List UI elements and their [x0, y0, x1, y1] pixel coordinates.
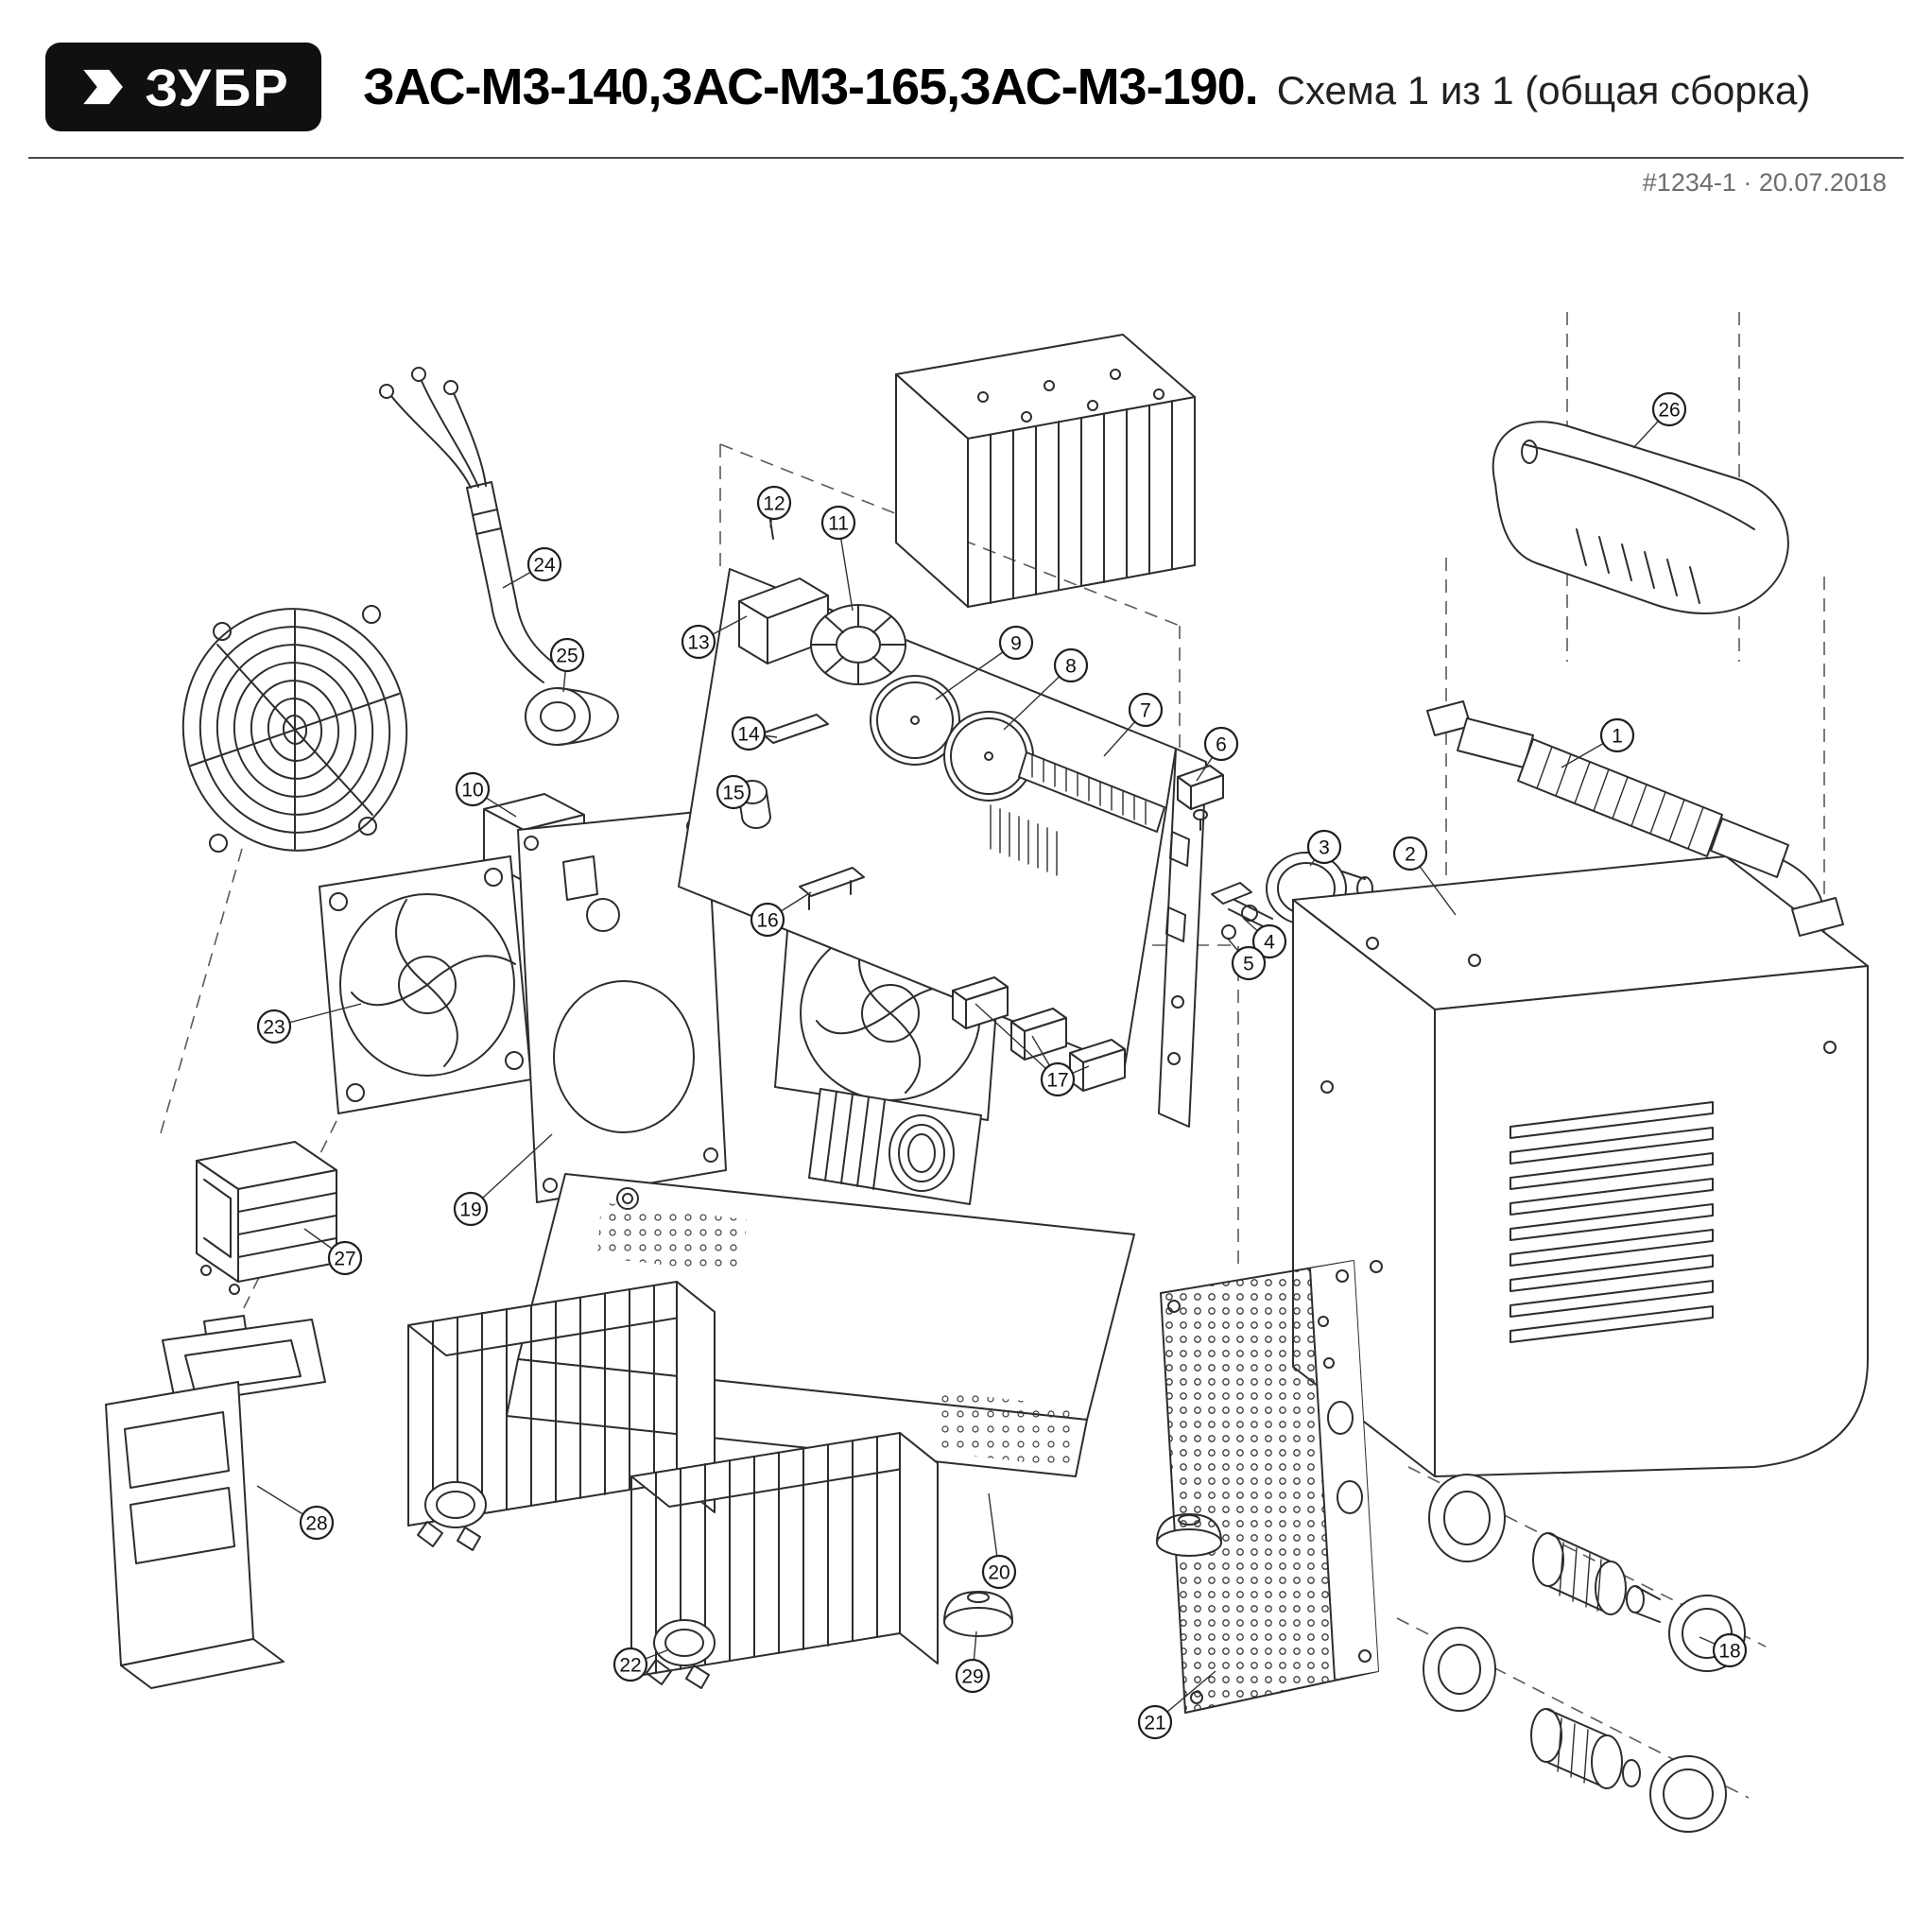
svg-text:14: 14 [737, 724, 760, 746]
callout-6: 6 [1196, 726, 1239, 782]
callout-7: 7 [1103, 692, 1164, 757]
svg-text:29: 29 [961, 1666, 983, 1688]
part-foot-b [943, 1591, 1013, 1637]
part-fan [319, 855, 532, 1114]
callout-21: 21 [1137, 1670, 1216, 1740]
part-chassis-tray [506, 1173, 1135, 1477]
callout-26: 26 [1632, 391, 1687, 449]
part-output-connectors [1423, 1474, 1746, 1833]
part-thermostat-b [646, 1619, 716, 1689]
callout-9: 9 [935, 625, 1034, 700]
svg-text:20: 20 [988, 1562, 1009, 1584]
part-heatsink-left [407, 1281, 716, 1527]
svg-text:10: 10 [461, 780, 483, 802]
brand-name: ЗУБР [145, 57, 290, 117]
callout-25: 25 [549, 637, 585, 693]
svg-text:18: 18 [1718, 1641, 1740, 1663]
callout-3: 3 [1306, 829, 1342, 867]
part-transformer [196, 1141, 337, 1295]
svg-text:12: 12 [763, 493, 785, 515]
callout-1: 1 [1561, 717, 1635, 768]
part-cable-grommet [525, 687, 619, 746]
callout-18: 18 [1699, 1632, 1748, 1668]
callout-29: 29 [955, 1630, 991, 1694]
part-handle [1492, 421, 1789, 614]
part-main-pcb [678, 505, 1177, 1067]
callout-15: 15 [716, 774, 751, 810]
svg-text:16: 16 [756, 910, 778, 932]
callout-13: 13 [681, 615, 748, 660]
svg-text:15: 15 [722, 783, 744, 804]
zubr-logo-icon [83, 69, 124, 105]
part-side-board [1158, 748, 1224, 1128]
part-housing-cover [1292, 855, 1869, 1477]
callout-2: 2 [1392, 836, 1457, 916]
callout-16: 16 [750, 891, 812, 938]
svg-text:9: 9 [1010, 633, 1022, 655]
svg-text:13: 13 [687, 632, 709, 654]
callout-layer: 1234567891011121314151617181920212223242… [256, 391, 1748, 1740]
callout-27: 27 [303, 1228, 363, 1276]
brand-logo: ЗУБР [45, 43, 321, 131]
svg-text:25: 25 [556, 646, 578, 667]
callout-20: 20 [981, 1492, 1017, 1590]
page-title: ЗАС-М3-140,ЗАС-М3-165,ЗАС-М3-190. Схема … [363, 58, 1810, 116]
header-divider [28, 157, 1904, 159]
part-potentiometer [1211, 882, 1273, 940]
part-carry-strap [1426, 700, 1844, 937]
doc-reference: #1234-1 · 20.07.2018 [1642, 168, 1887, 197]
callout-19: 19 [453, 1133, 553, 1227]
svg-text:3: 3 [1319, 837, 1330, 859]
callout-23: 23 [256, 1003, 362, 1044]
svg-text:28: 28 [305, 1513, 327, 1535]
svg-text:21: 21 [1144, 1713, 1165, 1734]
callout-22: 22 [612, 1647, 668, 1682]
callout-24: 24 [502, 546, 562, 589]
callout-8: 8 [1003, 647, 1089, 731]
part-bracket [105, 1315, 326, 1689]
svg-text:22: 22 [619, 1655, 641, 1677]
callout-28: 28 [256, 1485, 335, 1541]
callout-4: 4 [1243, 918, 1287, 959]
callout-5: 5 [1226, 937, 1267, 981]
svg-text:2: 2 [1405, 844, 1416, 866]
svg-text:1: 1 [1612, 726, 1623, 748]
part-thermostat-a [417, 1481, 487, 1551]
part-fan-guard [181, 605, 408, 853]
svg-text:11: 11 [828, 513, 849, 535]
svg-text:6: 6 [1216, 734, 1227, 756]
callout-14: 14 [731, 716, 778, 751]
svg-text:26: 26 [1658, 400, 1680, 422]
callout-10: 10 [455, 771, 517, 818]
callout-17: 17 [975, 1003, 1090, 1097]
svg-text:4: 4 [1264, 932, 1275, 954]
part-power-cord [379, 367, 561, 683]
svg-text:19: 19 [459, 1199, 481, 1221]
part-heatsink-right [630, 1432, 939, 1678]
title-models: ЗАС-М3-140,ЗАС-М3-165,ЗАС-М3-190. [363, 59, 1259, 115]
part-inductor [808, 1088, 982, 1205]
svg-text:5: 5 [1243, 954, 1254, 975]
svg-text:17: 17 [1046, 1070, 1068, 1092]
callout-12: 12 [756, 485, 792, 528]
part-front-panel [1160, 1260, 1379, 1714]
callout-11: 11 [820, 505, 856, 612]
svg-text:23: 23 [263, 1017, 285, 1039]
header: ЗУБР ЗАС-М3-140,ЗАС-М3-165,ЗАС-М3-190. С… [45, 40, 1894, 134]
svg-text:27: 27 [334, 1249, 355, 1270]
title-scheme: Схема 1 из 1 (общая сборка) [1276, 68, 1811, 112]
svg-text:7: 7 [1140, 700, 1151, 722]
part-heatsink-top [895, 334, 1196, 608]
part-foot-a [1156, 1513, 1222, 1557]
svg-text:24: 24 [533, 555, 556, 577]
svg-text:8: 8 [1065, 656, 1077, 678]
part-mounting-plate [517, 810, 727, 1203]
